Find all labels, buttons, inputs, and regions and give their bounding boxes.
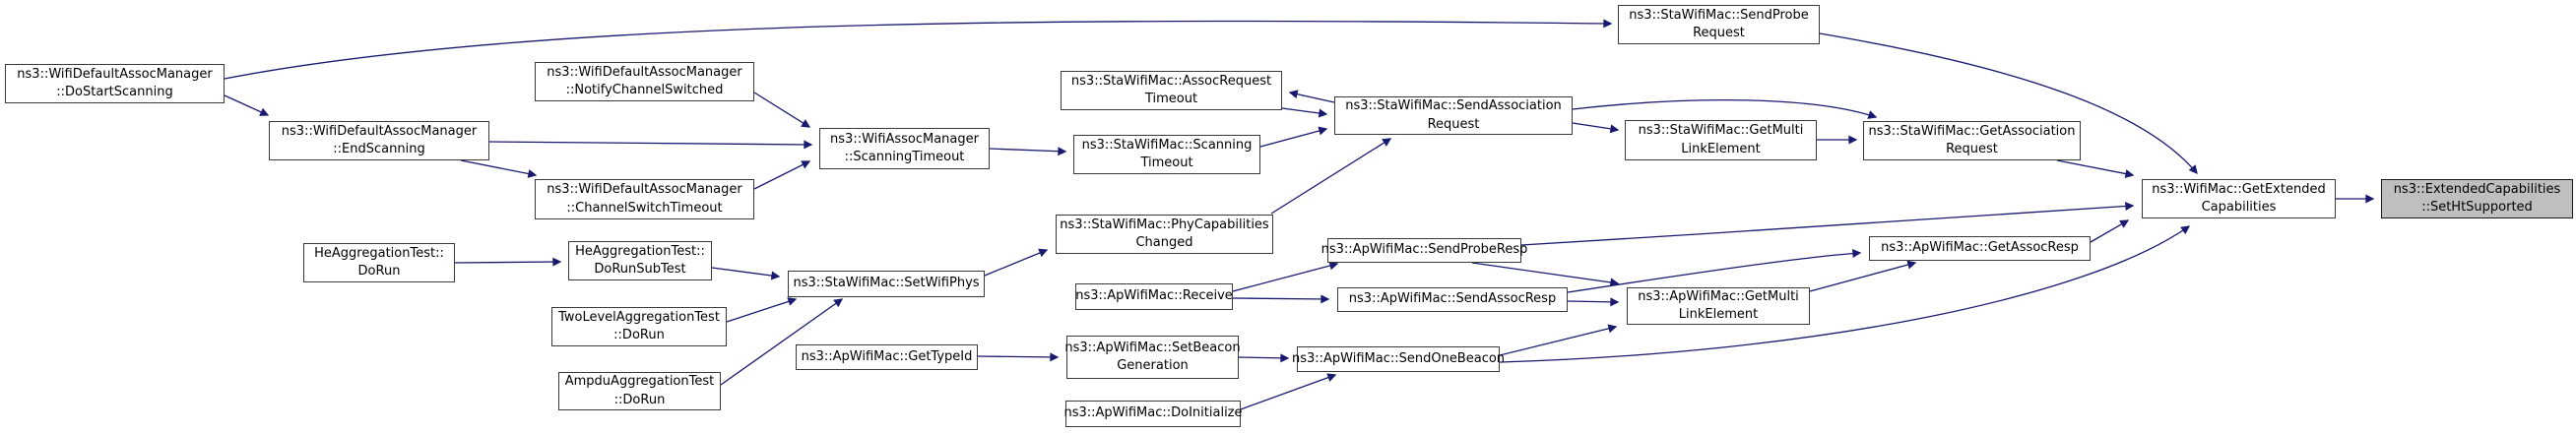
node-ap-wifi-mac-set-beacon-generation[interactable]: ns3::ApWifiMac::SetBeacon Generation [1064, 336, 1241, 379]
node-ampdu-aggregation-test-do-run[interactable]: AmpduAggregationTest ::DoRun [558, 372, 721, 410]
edge-end-scanning-to-channel-switch-timeout [460, 159, 538, 178]
node-ap-wifi-mac-get-multi-link-element[interactable]: ns3::ApWifiMac::GetMulti LinkElement [1627, 287, 1810, 325]
node-ap-wifi-mac-do-initialize[interactable]: ns3::ApWifiMac::DoInitialize [1063, 401, 1243, 427]
node-wifi-mac-get-extended-capabilities[interactable]: ns3::WifiMac::GetExtended Capabilities [2142, 179, 2336, 218]
node-sta-wifi-mac-send-association-request[interactable]: ns3::StaWifiMac::SendAssociation Request [1334, 96, 1573, 135]
node-sta-wifi-mac-get-multi-link-element[interactable]: ns3::StaWifiMac::GetMulti LinkElement [1625, 120, 1817, 160]
edge-send-association-request-to-get-association-request [1572, 99, 1878, 119]
node-he-aggregation-test-do-run[interactable]: HeAggregationTest:: DoRun [303, 243, 455, 282]
node-sta-wifi-mac-scanning-timeout[interactable]: ns3::StaWifiMac::Scanning Timeout [1073, 135, 1260, 174]
edge-send-one-beacon-to-get-extended-capabilities [1499, 225, 2191, 363]
edge-do-start-scanning-to-end-scanning [224, 94, 270, 116]
node-extended-capabilities-set-ht-supported: ns3::ExtendedCapabilities ::SetHtSupport… [2381, 179, 2573, 218]
edge-send-probe-resp-to-ap-get-multi-link-element [1471, 262, 1620, 287]
edge-send-assoc-resp-to-ap-get-assoc-resp [1567, 249, 1862, 293]
edge-send-probe-request-to-get-extended-capabilities [1819, 32, 2198, 175]
node-sta-wifi-mac-send-probe-request[interactable]: ns3::StaWifiMac::SendProbe Request [1618, 5, 1820, 44]
edge-end-scanning-to-wifi-assoc-scanning-timeout [488, 140, 813, 150]
node-ap-wifi-mac-receive[interactable]: ns3::ApWifiMac::Receive [1075, 283, 1233, 310]
edge-send-assoc-resp-to-ap-get-multi-link-element [1567, 297, 1620, 307]
node-ap-wifi-mac-send-assoc-resp[interactable]: ns3::ApWifiMac::SendAssocResp [1337, 287, 1568, 312]
node-sta-wifi-mac-assoc-request-timeout[interactable]: ns3::StaWifiMac::AssocRequest Timeout [1061, 71, 1282, 110]
edge-wifi-assoc-scanning-timeout-to-sta-scanning-timeout [989, 147, 1067, 156]
edge-he-aggregation-do-run-to-do-run-sub-test [454, 257, 562, 267]
edge-send-one-beacon-to-ap-get-multi-link-element [1499, 324, 1618, 356]
edge-set-beacon-generation-to-send-one-beacon [1238, 353, 1290, 363]
edge-send-association-request-to-assoc-request-timeout [1288, 90, 1335, 103]
edge-do-start-scanning-to-send-probe-request [224, 19, 1613, 80]
edge-set-wifi-phys-to-phy-capabilities-changed [984, 248, 1049, 277]
edge-phy-capabilities-changed-to-send-association-request [1270, 138, 1392, 215]
node-sta-wifi-mac-set-wifi-phys[interactable]: ns3::StaWifiMac::SetWifiPhys [788, 271, 985, 297]
edge-assoc-request-timeout-to-send-association-request [1281, 107, 1328, 118]
node-wifi-default-assoc-manager-end-scanning[interactable]: ns3::WifiDefaultAssocManager ::EndScanni… [269, 121, 489, 160]
edge-sta-scanning-timeout-to-send-association-request [1259, 126, 1328, 148]
edge-send-probe-resp-to-get-extended-capabilities [1520, 202, 2135, 246]
edge-ap-get-multi-link-element-to-ap-get-assoc-resp [1809, 260, 1917, 292]
node-sta-wifi-mac-get-association-request[interactable]: ns3::StaWifiMac::GetAssociation Request [1863, 121, 2081, 160]
node-wifi-default-assoc-manager-notify-channel-switched[interactable]: ns3::WifiDefaultAssocManager ::NotifyCha… [535, 62, 754, 101]
edge-notify-channel-switched-to-wifi-assoc-scanning-timeout [753, 92, 811, 128]
node-wifi-default-assoc-manager-channel-switch-timeout[interactable]: ns3::WifiDefaultAssocManager ::ChannelSw… [535, 179, 754, 219]
edge-two-level-aggregation-do-run-to-set-wifi-phys [726, 297, 798, 323]
edge-channel-switch-timeout-to-wifi-assoc-scanning-timeout [753, 160, 811, 190]
edge-do-run-sub-test-to-set-wifi-phys [711, 267, 781, 280]
node-ap-wifi-mac-get-type-id[interactable]: ns3::ApWifiMac::GetTypeId [796, 344, 978, 370]
node-ap-wifi-mac-get-assoc-resp[interactable]: ns3::ApWifiMac::GetAssocResp [1869, 236, 2091, 261]
node-wifi-assoc-manager-scanning-timeout[interactable]: ns3::WifiAssocManager ::ScanningTimeout [819, 128, 990, 169]
node-ap-wifi-mac-send-probe-resp[interactable]: ns3::ApWifiMac::SendProbeResp [1321, 238, 1527, 263]
edge-ampdu-aggregation-do-run-to-set-wifi-phys [720, 298, 844, 386]
edge-send-association-request-to-sta-get-multi-link-element [1572, 122, 1620, 134]
edge-ap-get-type-id-to-set-beacon-generation [977, 352, 1060, 362]
edge-ap-receive-to-send-assoc-resp [1232, 294, 1330, 304]
edge-get-association-request-to-get-extended-capabilities [2056, 159, 2135, 178]
node-wifi-default-assoc-manager-do-start-scanning[interactable]: ns3::WifiDefaultAssocManager ::DoStartSc… [5, 64, 225, 103]
node-two-level-aggregation-test-do-run[interactable]: TwoLevelAggregationTest ::DoRun [551, 307, 727, 346]
node-ap-wifi-mac-send-one-beacon[interactable]: ns3::ApWifiMac::SendOneBeacon [1292, 346, 1505, 372]
node-he-aggregation-test-do-run-sub-test[interactable]: HeAggregationTest:: DoRunSubTest [568, 241, 712, 280]
edge-ap-do-initialize-to-send-one-beacon [1240, 373, 1337, 410]
edge-ap-get-assoc-resp-to-get-extended-capabilities [2090, 219, 2130, 243]
node-sta-wifi-mac-phy-capabilities-changed[interactable]: ns3::StaWifiMac::PhyCapabilities Changed [1056, 215, 1273, 254]
edge-ap-receive-to-send-probe-resp [1232, 261, 1339, 292]
